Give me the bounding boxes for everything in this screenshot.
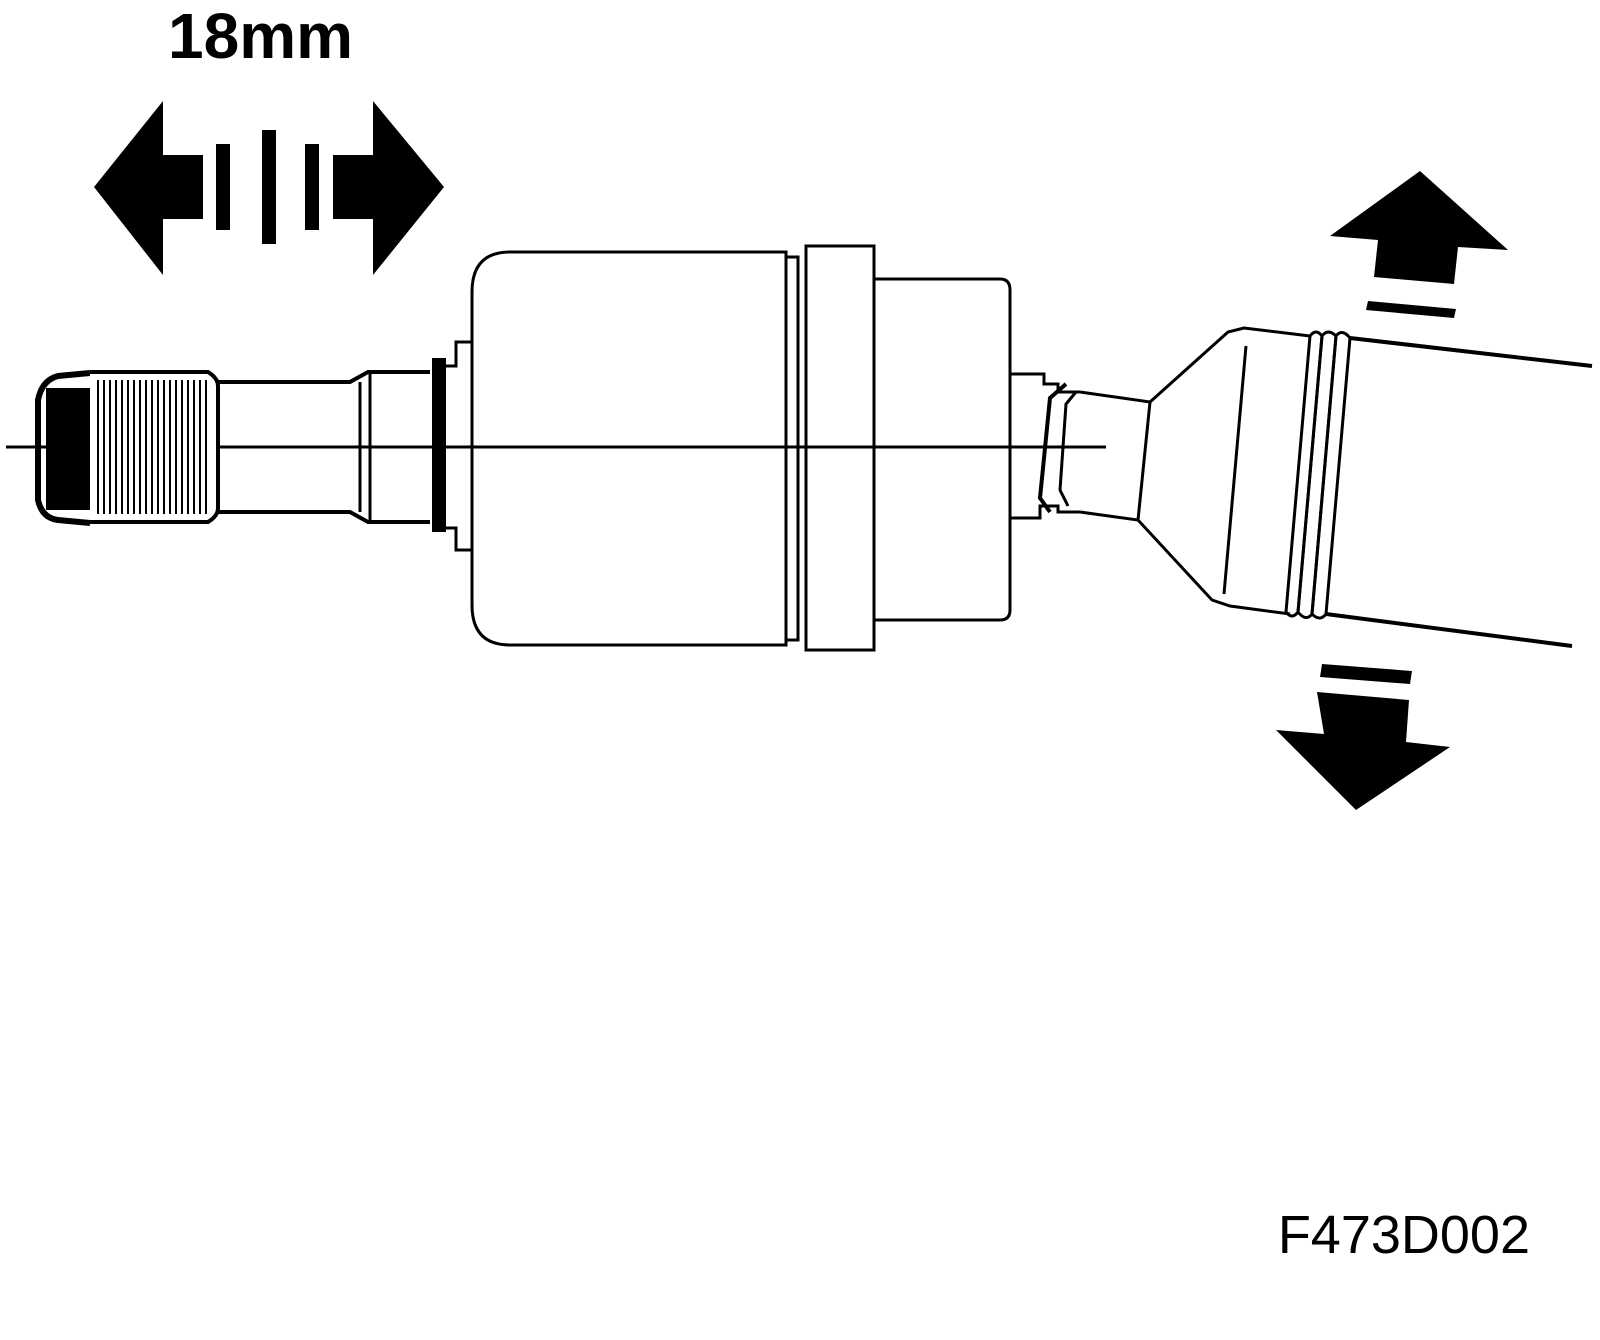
up-arrow-icon	[1330, 171, 1508, 318]
dimension-label: 18mm	[168, 0, 353, 72]
boot-ribs	[1284, 330, 1352, 620]
down-arrow-icon	[1276, 664, 1450, 810]
boot-clamp	[1010, 372, 1080, 520]
figure-id-label: F473D002	[1277, 1205, 1530, 1265]
drive-shaft-tube	[1325, 336, 1593, 648]
seal-collar	[432, 340, 472, 552]
double-headed-horizontal-arrow-icon	[94, 101, 444, 275]
cv-boot	[1079, 326, 1311, 616]
joint-housing	[470, 244, 1012, 652]
splined-shaft-end	[35, 370, 430, 526]
